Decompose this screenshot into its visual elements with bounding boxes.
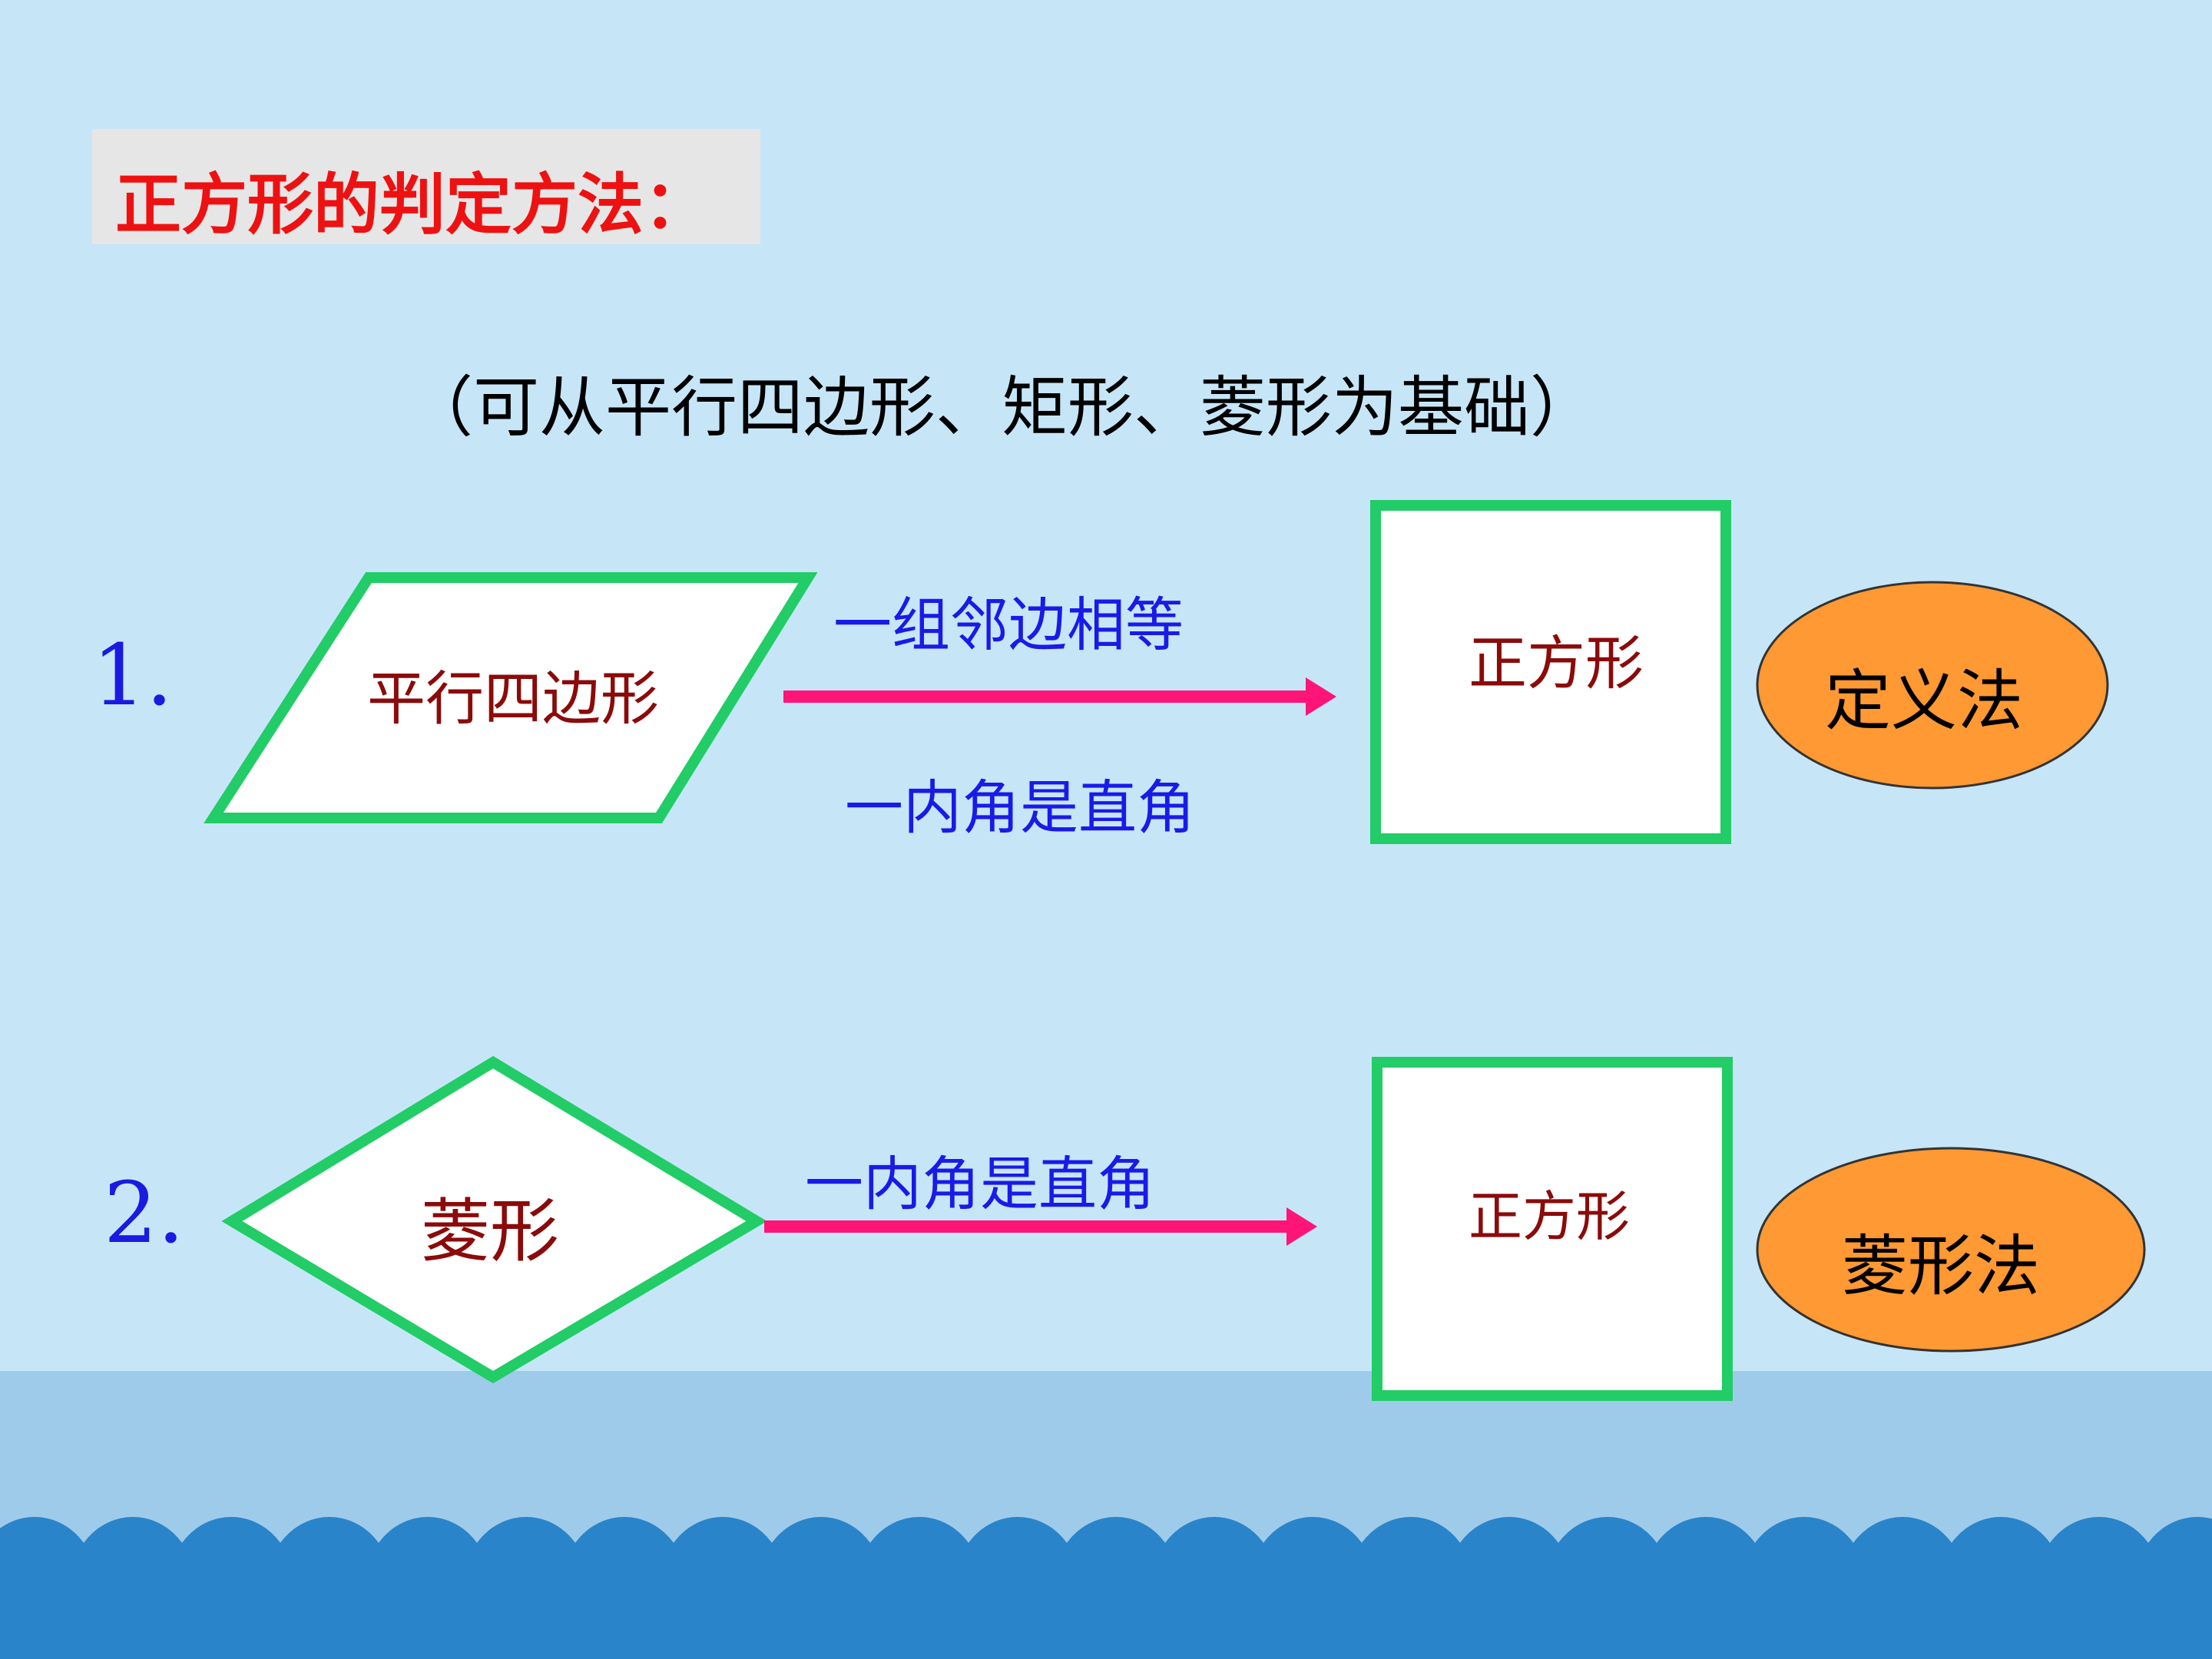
square-shape-1 [1370,500,1731,844]
method-label-1: 定义法 [1825,663,2023,740]
wave-decoration [0,1517,2212,1659]
method-ellipse-1 [1756,581,2109,790]
row-1-condition-2: 一内角是直角 [845,773,1195,842]
row-2-number: 2. [104,1164,184,1262]
square-label-1: 正方形 [1469,629,1644,697]
rhombus-label: 菱形 [421,1191,559,1272]
wave-base [0,1613,2212,1659]
row-2-condition-1: 一内角是直角 [805,1150,1155,1218]
slide-title: 正方形的判定方法： [115,167,710,243]
slide-subtitle: （可从平行四边形、矩形、菱形为基础） [407,369,1596,446]
square-shape-2 [1372,1057,1733,1401]
method-ellipse-2 [1756,1147,2146,1353]
row-1-number: 1. [92,626,173,724]
parallelogram-shape [204,572,818,823]
arrow-1-head [1306,677,1336,716]
title-box [92,129,760,244]
parallelogram-label: 平行四边形 [367,664,659,733]
row-1-condition-1: 一组邻边相等 [833,591,1184,659]
rhombus-shape [221,1055,767,1384]
arrow-2-head [1286,1207,1317,1246]
square-label-2: 正方形 [1469,1185,1630,1248]
method-label-2: 菱形法 [1842,1228,2040,1305]
